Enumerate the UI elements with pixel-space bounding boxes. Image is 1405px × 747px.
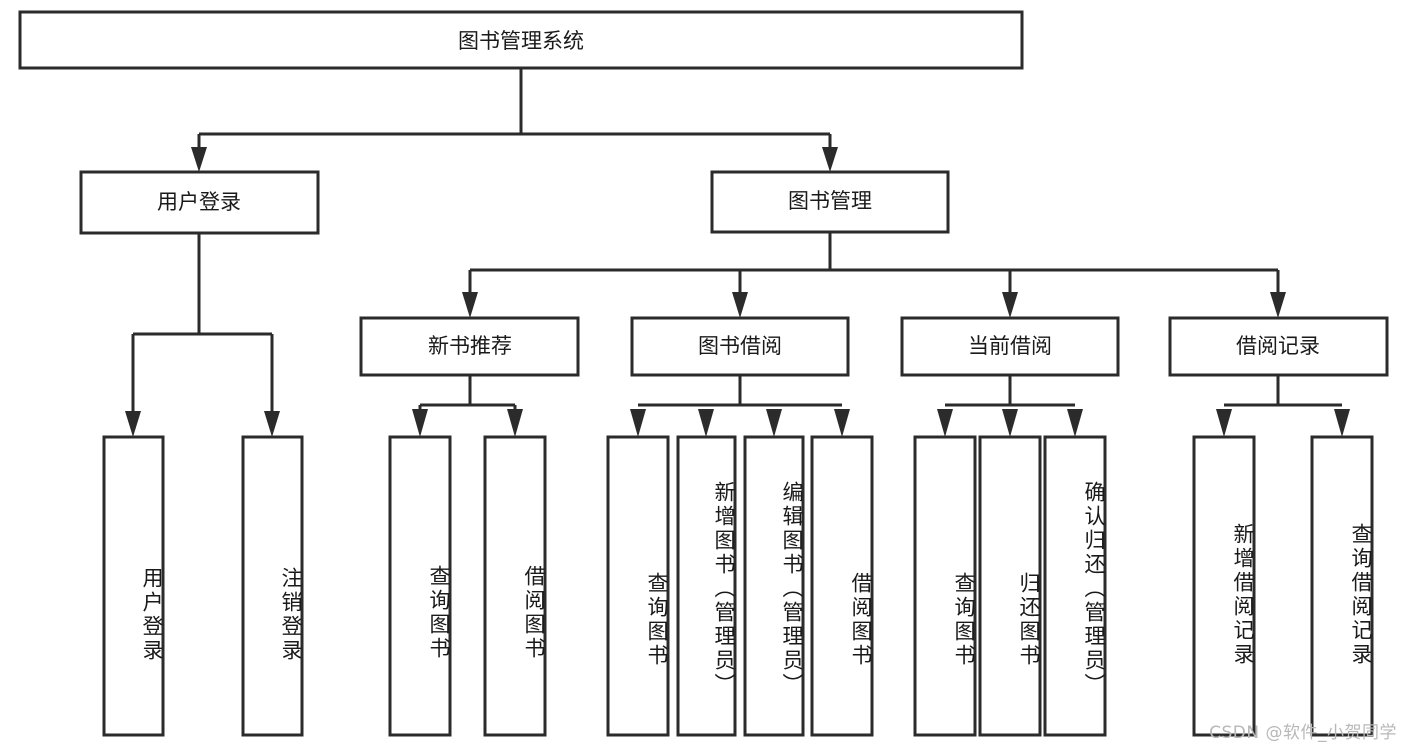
leaf-borrow-book-2-box[interactable] (810, 435, 874, 737)
arrow-leaf-query-book-1 (412, 409, 428, 437)
arrow-leaf-edit-book (766, 409, 782, 437)
arrow-leaf-add-book (698, 409, 714, 437)
arrow-to-book-manage (822, 147, 838, 172)
arrow-to-book-borrow (732, 292, 748, 318)
leaf-logout-box[interactable] (241, 435, 304, 737)
user-login-label: 用户登录 (157, 190, 241, 214)
root-box[interactable] (18, 10, 1024, 70)
leaf-query-book-2-box[interactable] (606, 435, 670, 737)
arrow-leaf-borrow-book-2 (834, 409, 850, 437)
leaf-add-record-box[interactable] (1192, 435, 1256, 737)
arrow-to-borrow-record (1270, 292, 1286, 318)
borrow-record-label: 借阅记录 (1236, 334, 1320, 358)
arrow-leaf-query-record (1334, 409, 1350, 437)
leaf-confirm-return-box[interactable] (1043, 435, 1107, 737)
book-borrow-label: 图书借阅 (698, 334, 782, 358)
borrow-record-box[interactable] (1168, 316, 1389, 377)
book-manage-box[interactable] (710, 170, 950, 234)
root-label: 图书管理系统 (458, 29, 584, 53)
user-login-box[interactable] (79, 170, 320, 235)
leaf-edit-book-box[interactable] (743, 435, 805, 737)
arrow-leaf-user-login (125, 411, 141, 437)
csdn-watermark: CSDN @软件_小贺同学 (1209, 723, 1397, 743)
new-book-recommend-box[interactable] (359, 316, 580, 377)
node-book-borrow[interactable]: 图书借阅 (630, 316, 850, 377)
arrow-leaf-query-book-2 (630, 409, 646, 437)
leaf-add-book-box[interactable] (676, 435, 737, 737)
arrow-to-new-book-recommend (462, 292, 478, 318)
node-book-manage[interactable]: 图书管理 (710, 170, 950, 234)
node-new-book-recommend[interactable]: 新书推荐 (359, 316, 580, 377)
node-root[interactable]: 图书管理系统 (18, 10, 1024, 70)
arrow-leaf-confirm-return (1067, 409, 1083, 437)
arrow-to-user-login (191, 147, 207, 172)
current-borrow-label: 当前借阅 (968, 334, 1052, 358)
book-manage-label: 图书管理 (788, 189, 872, 213)
node-current-borrow[interactable]: 当前借阅 (900, 316, 1120, 377)
connectors (125, 68, 1350, 437)
leaf-query-book-1-box[interactable] (388, 435, 452, 737)
arrow-leaf-add-record (1216, 409, 1232, 437)
arrow-leaf-return-book (1002, 409, 1018, 437)
node-user-login[interactable]: 用户登录 (79, 170, 320, 235)
leaf-query-book-3-box[interactable] (913, 435, 977, 737)
leaf-return-book-box[interactable] (978, 435, 1042, 737)
arrow-to-current-borrow (1002, 292, 1018, 318)
node-borrow-record[interactable]: 借阅记录 (1168, 316, 1389, 377)
leaf-query-record-box[interactable] (1310, 435, 1374, 737)
leaf-boxes (102, 435, 1374, 737)
arrow-leaf-logout (264, 411, 280, 437)
arrow-leaf-query-book-3 (937, 409, 953, 437)
book-borrow-box[interactable] (630, 316, 850, 377)
current-borrow-box[interactable] (900, 316, 1120, 377)
leaf-user-login-box[interactable] (102, 435, 165, 737)
new-book-recommend-label: 新书推荐 (428, 334, 512, 358)
arrow-leaf-borrow-book-1 (507, 409, 523, 437)
leaf-borrow-book-1-box[interactable] (483, 435, 547, 737)
